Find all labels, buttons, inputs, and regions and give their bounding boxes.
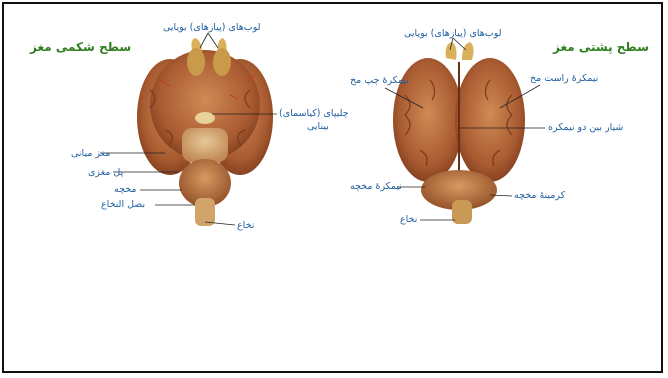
label-medulla: بصل النخاع — [101, 199, 145, 210]
label-midbrain: مغز میانی — [71, 148, 110, 159]
label-optic-chiasm-1: چلیپای (کیاسمای) — [279, 108, 349, 119]
label-olfactory-ventral: لوب‌های (پیازهای) بویایی — [163, 22, 261, 33]
label-spinal-cord-dorsal: نخاع — [400, 214, 417, 225]
label-left-hemisphere: نیمکرهٔ چپ مخ — [350, 75, 409, 86]
slide-frame — [2, 2, 663, 373]
label-spinal-cord-ventral: نخاع — [237, 220, 254, 231]
label-olfactory-dorsal: لوب‌های (پیازهای) بویایی — [404, 28, 502, 39]
label-vermis: کرمینهٔ مخچه — [514, 190, 565, 201]
label-pons: پل مغزی — [88, 167, 123, 178]
label-cerebellum: مخچه — [114, 184, 136, 195]
label-fissure: شیار بین دو نیمکره — [548, 122, 623, 133]
label-cerebellar-hemisphere: نیمکرهٔ مخچه — [350, 181, 402, 192]
label-right-hemisphere: نیمکرهٔ راست مخ — [530, 73, 598, 84]
ventral-view-title: سطح شکمی مغز — [30, 40, 131, 54]
label-optic-chiasm-2: بینایی — [307, 121, 329, 132]
dorsal-view-title: سطح پشتی مغز — [553, 40, 649, 54]
